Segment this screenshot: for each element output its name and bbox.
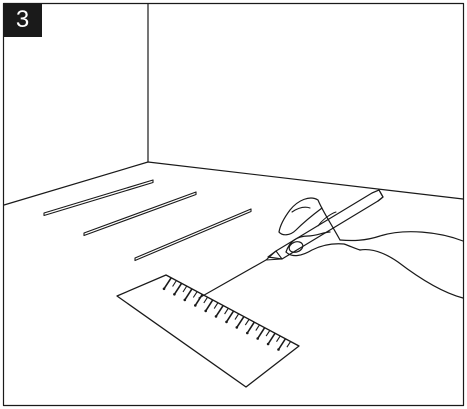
thumb-upper bbox=[285, 231, 331, 253]
ruler-tick-end bbox=[266, 342, 270, 346]
ruler-tick-end bbox=[162, 287, 166, 291]
ruler-tick-end bbox=[173, 293, 176, 296]
ruler-tick bbox=[215, 304, 224, 317]
ruler-tick bbox=[265, 329, 271, 337]
forearm-upper bbox=[339, 231, 464, 242]
ruler-tick bbox=[286, 340, 292, 348]
ruler-body bbox=[116, 274, 300, 388]
ruler-tick bbox=[276, 335, 281, 342]
hand-back bbox=[278, 197, 341, 241]
thumbnail bbox=[288, 241, 304, 253]
ruler-tick bbox=[246, 321, 256, 334]
ruler-tick-end bbox=[214, 315, 218, 318]
ruler-tick-end bbox=[204, 309, 207, 313]
groove-2 bbox=[83, 191, 197, 237]
groove-3 bbox=[134, 208, 252, 262]
floor-grooves bbox=[43, 179, 252, 262]
ruler-tick bbox=[257, 326, 266, 339]
right-floor-edge bbox=[147, 161, 464, 200]
hand-holding-pencil-icon bbox=[265, 189, 464, 299]
pencil-end bbox=[371, 189, 384, 202]
ruler-tick bbox=[267, 332, 276, 345]
ruler-tick bbox=[182, 285, 188, 293]
forearm-lower bbox=[359, 248, 464, 299]
ruler-tick bbox=[234, 313, 240, 320]
thumb-lower bbox=[285, 243, 361, 257]
left-floor-edge bbox=[3, 161, 149, 206]
pencil-body bbox=[267, 189, 384, 260]
ruler-tick-end bbox=[246, 331, 249, 335]
ruler-tick bbox=[225, 310, 235, 323]
ruler-tick bbox=[277, 338, 287, 350]
ruler-tick bbox=[203, 296, 209, 304]
ruler-tick bbox=[184, 288, 193, 301]
ruler-tick bbox=[192, 291, 198, 298]
ruler-tick-end bbox=[194, 304, 197, 307]
ruler-tick-end bbox=[235, 326, 239, 329]
pencil-tip bbox=[265, 250, 283, 261]
ruler-tick bbox=[173, 282, 183, 295]
ruler-tick bbox=[224, 307, 229, 315]
room-corner bbox=[3, 3, 464, 206]
ruler-ticks bbox=[162, 277, 292, 351]
ruler bbox=[116, 274, 300, 388]
ruler-tick bbox=[255, 324, 261, 331]
ruler-tick-end bbox=[277, 348, 280, 351]
ruler-tick bbox=[236, 315, 245, 328]
ruler-tick-end bbox=[183, 298, 187, 302]
pencil-mark-line bbox=[198, 259, 267, 299]
groove-1 bbox=[43, 179, 154, 217]
ruler-tick bbox=[213, 302, 219, 309]
ruler-tick bbox=[194, 293, 204, 306]
ruler-tick bbox=[244, 318, 250, 326]
step-number-badge: 3 bbox=[3, 3, 42, 37]
ruler-tick-end bbox=[225, 320, 228, 324]
knuckle-line bbox=[291, 206, 311, 213]
ruler-tick bbox=[172, 280, 177, 287]
ruler-tick bbox=[163, 277, 172, 290]
index-finger bbox=[278, 207, 323, 236]
ruler-tick bbox=[205, 299, 214, 312]
ruler-tick-end bbox=[256, 337, 260, 340]
finger-crease bbox=[317, 211, 337, 227]
